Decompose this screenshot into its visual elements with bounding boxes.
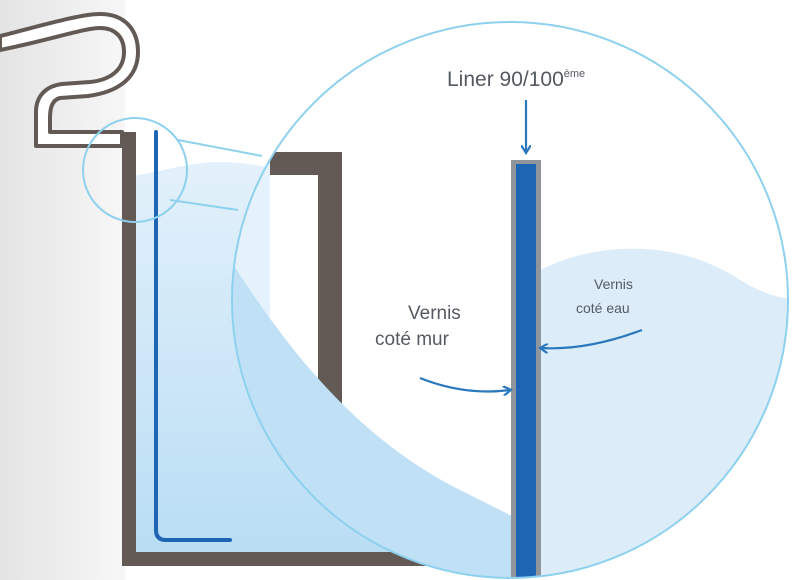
arrow-wall-side (419, 376, 510, 392)
arrow-water-side (541, 328, 643, 348)
liner-blue-core (516, 162, 536, 578)
label-wall-side-line2: coté mur (375, 329, 450, 350)
liner-main (154, 130, 232, 542)
magnifier-connector-top (177, 139, 263, 157)
magnifier-connector-bottom (169, 199, 239, 211)
label-water-side-line2: coté eau (576, 300, 630, 316)
magnifier-circle-small (82, 117, 188, 223)
magnifier-circle-large (231, 21, 789, 579)
label-wall-side-line1: Vernis (408, 303, 461, 324)
label-water-side-line1: Vernis (594, 276, 633, 292)
label-liner: Liner 90/100ème (447, 68, 585, 91)
zoom-water-right (540, 248, 788, 578)
